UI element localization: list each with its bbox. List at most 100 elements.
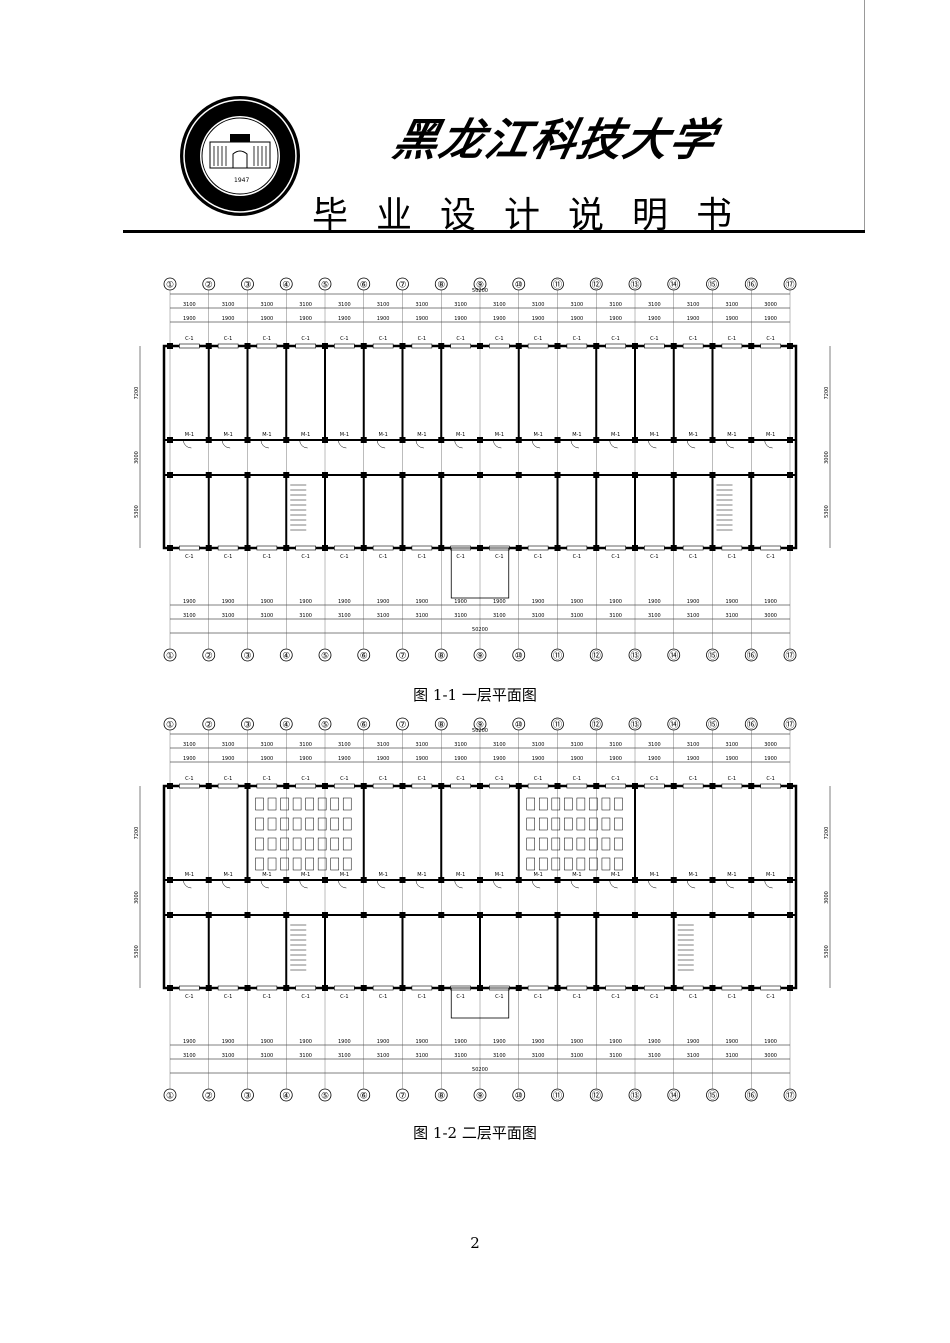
axis-label: ⑦ <box>398 652 406 662</box>
axis-label: ⑭ <box>669 1091 678 1102</box>
desk <box>255 797 264 811</box>
axis-label: ② <box>205 281 213 291</box>
column <box>399 985 406 991</box>
desk <box>589 817 598 831</box>
window-label: C-1 <box>728 336 736 342</box>
axis-label: ⑯ <box>747 280 756 291</box>
window-dimension: 1900 <box>764 599 777 605</box>
window-label: C-1 <box>650 336 658 342</box>
column <box>360 783 367 789</box>
axis-label: ⑭ <box>669 720 678 731</box>
axis-label: ④ <box>282 1092 290 1102</box>
window-dimension: 1900 <box>571 316 584 322</box>
window-dimension: 1900 <box>299 316 312 322</box>
window <box>566 985 588 991</box>
bay-dimension: 3100 <box>532 613 545 619</box>
door-label: M-1 <box>688 872 697 878</box>
window-dimension: 1900 <box>261 599 274 605</box>
door-label: M-1 <box>185 872 194 878</box>
bay-dimension: 3100 <box>416 742 429 748</box>
column <box>399 437 406 443</box>
column <box>477 343 483 349</box>
window <box>256 985 278 991</box>
column <box>593 877 600 883</box>
window <box>372 343 394 349</box>
window <box>450 343 471 349</box>
window <box>217 985 239 991</box>
column <box>399 877 406 883</box>
column <box>322 472 328 478</box>
window-dimension: 1900 <box>687 316 700 322</box>
window-label: C-1 <box>495 994 503 1000</box>
axis-label: ③ <box>243 1092 251 1102</box>
door-swing <box>609 879 618 889</box>
desk <box>526 817 535 831</box>
axis-label: ① <box>166 1092 174 1102</box>
page-border <box>864 0 865 232</box>
window-dimension: 1900 <box>571 756 584 762</box>
window <box>372 985 394 991</box>
figure-caption: 图 1-1 一层平面图 <box>413 686 537 704</box>
door-swing <box>454 879 463 889</box>
window-dimension: 1900 <box>183 756 196 762</box>
door-swing <box>183 439 192 449</box>
column <box>632 343 638 349</box>
axis-label: ⑯ <box>747 1091 756 1102</box>
column <box>593 783 600 789</box>
axis-label: ⑦ <box>398 281 406 291</box>
bay-dimension: 3100 <box>648 302 661 308</box>
desk <box>330 837 339 851</box>
door-swing <box>725 439 734 449</box>
window <box>179 985 200 991</box>
desk <box>539 817 548 831</box>
window-dimension: 1900 <box>493 599 506 605</box>
column <box>554 437 561 443</box>
column <box>283 985 290 991</box>
door-label: M-1 <box>688 432 697 438</box>
column <box>670 343 677 349</box>
bay-dimension: 3100 <box>261 302 274 308</box>
desk <box>342 817 352 831</box>
axis-label: ④ <box>282 281 290 291</box>
door-swing <box>415 879 424 889</box>
axis-label: ⑤ <box>321 721 329 731</box>
window-label: C-1 <box>650 554 658 560</box>
column <box>554 783 561 789</box>
desk <box>576 837 586 851</box>
column <box>632 545 638 551</box>
axis-label: ⑨ <box>476 1092 484 1102</box>
window <box>256 343 278 349</box>
column <box>399 783 406 789</box>
bay-dimension: 3100 <box>493 613 506 619</box>
door-label: M-1 <box>223 872 232 878</box>
door-label: M-1 <box>301 432 310 438</box>
column <box>670 912 677 918</box>
window-label: C-1 <box>611 554 619 560</box>
bay-dimension: 3100 <box>377 742 390 748</box>
door-swing <box>725 879 734 889</box>
window-label: C-1 <box>456 994 464 1000</box>
bay-dimension: 3100 <box>299 302 312 308</box>
window-label: C-1 <box>534 336 542 342</box>
axis-label: ⑮ <box>708 1091 717 1102</box>
column <box>477 912 483 918</box>
window-dimension: 1900 <box>687 1039 700 1045</box>
axis-label: ⑰ <box>785 720 794 731</box>
window-label: C-1 <box>185 554 193 560</box>
window-label: C-1 <box>689 994 697 1000</box>
column <box>322 912 328 918</box>
column <box>748 343 755 349</box>
desk <box>564 857 573 871</box>
column <box>670 545 677 551</box>
column <box>554 343 561 349</box>
axis-label: ⑥ <box>360 1092 368 1102</box>
axis-label: ③ <box>243 652 251 662</box>
window <box>605 545 626 551</box>
axis-label: ⑬ <box>630 280 639 291</box>
desk <box>255 837 264 851</box>
axis-label: ⑤ <box>321 1092 329 1102</box>
door-label: M-1 <box>611 432 620 438</box>
axis-label: ⑧ <box>437 281 445 291</box>
column <box>709 912 716 918</box>
window <box>527 343 549 349</box>
